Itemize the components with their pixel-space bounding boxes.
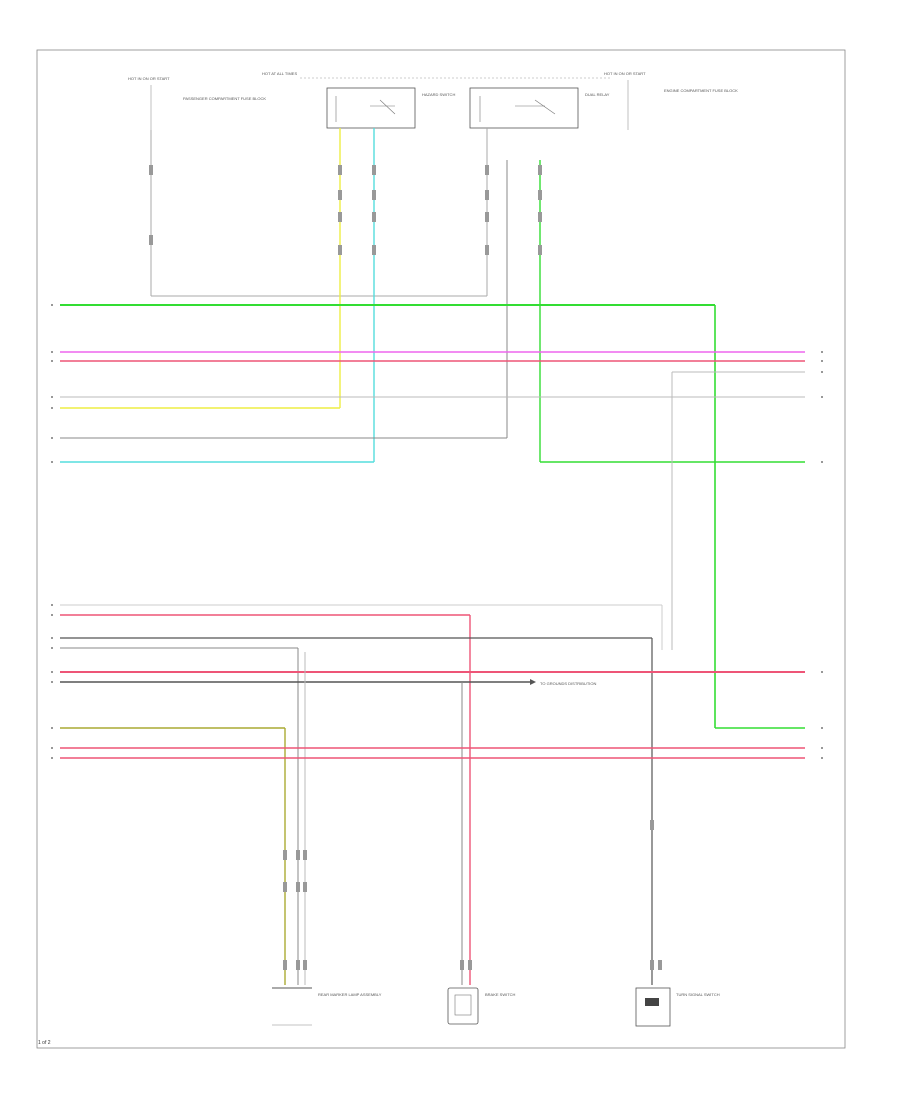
hot-at-all-times-label: HOT AT ALL TIMES	[262, 71, 297, 76]
lower-harness	[60, 604, 805, 985]
brake-switch-label: BRAKE SWITCH	[485, 992, 516, 997]
right-pin-ticks	[821, 351, 823, 759]
lower-connector-marks	[283, 820, 662, 970]
sheet-number: 1 of 2	[38, 1040, 51, 1046]
turn-signal-switch-component: TURN SIGNAL SWITCH	[635, 987, 720, 1027]
turn-signal-switch-label: TURN SIGNAL SWITCH	[676, 992, 720, 997]
rear-marker-lamp-component: REAR MARKER LAMP ASSEMBLY	[272, 987, 382, 1026]
dual-relay-label: DUAL RELAY	[585, 92, 610, 97]
hazard-switch-label: HAZARD SWITCH	[422, 92, 455, 97]
dual-relay: DUAL RELAY	[469, 87, 610, 129]
right-fuse-reference: HOT IN ON OR START ENGINE COMPARTMENT FU…	[604, 71, 738, 130]
brake-switch-component: BRAKE SWITCH	[447, 987, 516, 1025]
hazard-switch: HAZARD SWITCH	[326, 87, 455, 129]
left-pin-ticks	[51, 304, 53, 759]
hot-at-all-times-bus: HOT AT ALL TIMES	[262, 71, 610, 79]
left-fuse-note: PASSENGER COMPARTMENT FUSE BLOCK	[183, 96, 266, 101]
hot-in-on-right-label: HOT IN ON OR START	[604, 71, 646, 76]
left-fuse-reference: HOT IN ON OR START PASSENGER COMPARTMENT…	[128, 76, 266, 130]
rear-marker-lamp-label: REAR MARKER LAMP ASSEMBLY	[318, 992, 382, 997]
to-grounds-label: TO GROUNDS DISTRIBUTION	[540, 681, 596, 686]
top-vertical-wires	[150, 128, 541, 462]
hot-in-on-left-label: HOT IN ON OR START	[128, 76, 170, 81]
connector-marks	[149, 165, 542, 255]
diagram-frame	[36, 49, 846, 1049]
upper-harness	[60, 304, 805, 729]
right-fuse-note: ENGINE COMPARTMENT FUSE BLOCK	[664, 88, 738, 93]
to-grounds-arrow: TO GROUNDS DISTRIBUTION	[530, 679, 596, 686]
